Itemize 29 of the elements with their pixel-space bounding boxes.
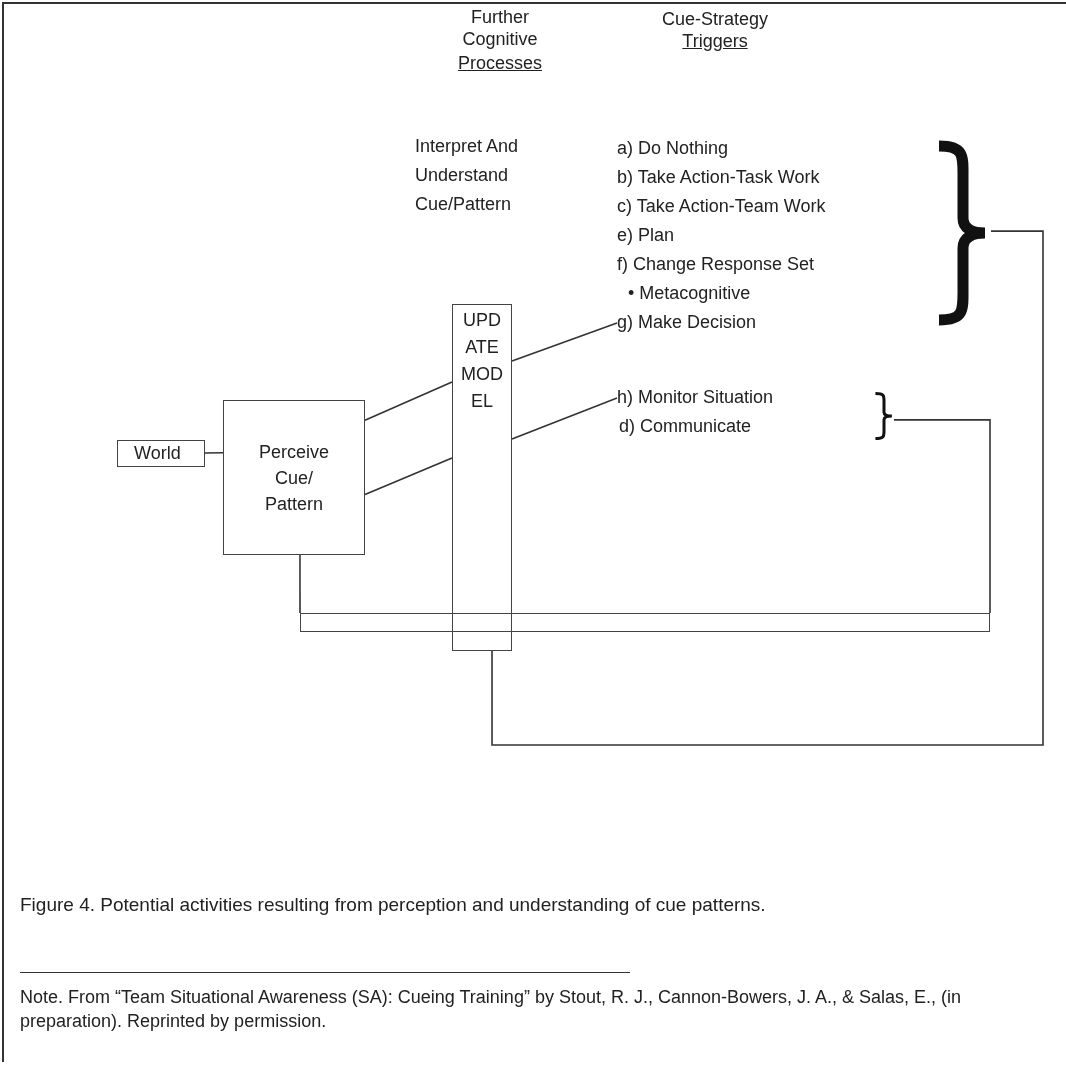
trigger-text: h) Monitor Situation (617, 384, 817, 410)
process-text: Interpret And Understand Cue/Pattern (415, 135, 520, 216)
trigger-text: c) Take Action-Team Work (617, 195, 827, 218)
connector-line (299, 554, 301, 614)
trigger-text: a) Do Nothing (617, 137, 730, 160)
update-model-box: UPD ATE MOD EL (452, 304, 512, 651)
connector-line (204, 451, 224, 454)
trigger-text: e) Plan (617, 224, 676, 247)
column-heading: Processes (456, 52, 543, 75)
connector-line (491, 230, 1044, 746)
connector-line (511, 322, 618, 362)
column-heading: Further Cognitive (461, 6, 539, 50)
world-box: World (117, 440, 205, 467)
column-heading: Triggers (681, 30, 749, 53)
connector-line (511, 397, 618, 440)
trigger-text: f) Change Response Set (617, 253, 816, 276)
connector-line (364, 381, 453, 421)
trigger-text: b) Take Action-Task Work (617, 166, 821, 189)
connector-line (364, 457, 453, 496)
source-note: Note. From “Team Situational Awareness (SA): Cueing Training” by Stout, R. J., Cannon-Bowers, J. A., & Salas, E., (in preparation). Reprinted by permission. (20, 986, 963, 1033)
curly-brace (874, 392, 894, 440)
figure-caption: Figure 4. Potential activities resulting from perception and understanding of cue patterns. (20, 893, 767, 917)
connector-line (893, 419, 991, 614)
trigger-text: • Metacognitive (628, 282, 752, 305)
perceive-box: Perceive Cue/ Pattern (223, 400, 365, 555)
trigger-text: d) Communicate (619, 415, 753, 438)
horizontal-bar (300, 613, 990, 632)
column-heading: Cue-Strategy (660, 8, 770, 31)
trigger-text: g) Make Decision (617, 309, 817, 335)
